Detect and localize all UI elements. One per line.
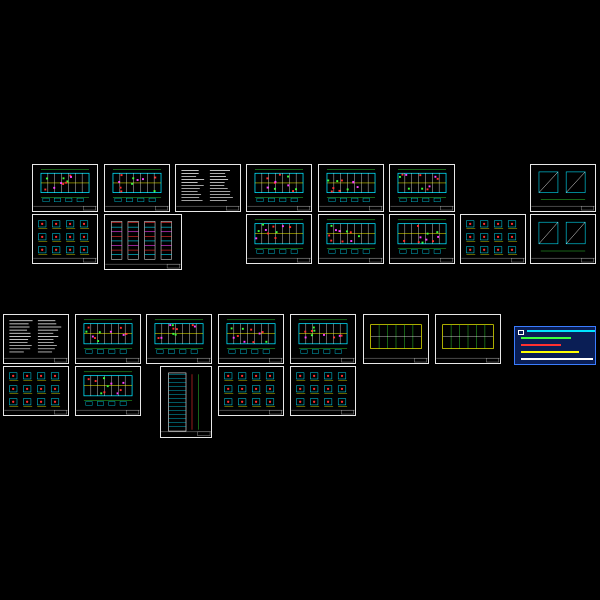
sheet-linework [247,169,311,211]
sheet-linework [531,171,595,211]
drawing-sheet-details[interactable] [290,366,356,416]
drawing-sheet-section[interactable] [435,314,501,364]
sheet-linework [247,219,311,263]
drawing-sheet-plan[interactable] [104,164,170,212]
drawing-sheet-elevation[interactable] [104,214,182,270]
legend-line [521,351,579,353]
sheet-linework [147,319,211,363]
legend-line [521,344,561,346]
drawing-sheet-plan[interactable] [75,366,141,416]
layer-legend-box[interactable] [514,326,596,365]
drawing-sheet-details[interactable] [218,366,284,416]
legend-marker-icon [518,330,524,335]
drawing-sheet-detail[interactable] [530,214,596,264]
drawing-sheet-details[interactable] [32,214,98,264]
sheet-linework [531,221,595,263]
sheet-linework [319,219,383,263]
sheet-linework [105,221,181,269]
sheet-linework [176,170,240,211]
sheet-linework [390,219,454,263]
legend-line [521,337,571,339]
sheet-linework [76,371,140,415]
drawing-sheet-plan[interactable] [318,214,384,264]
sheet-linework [4,372,68,415]
sheet-linework [161,372,211,436]
sheet-linework [291,372,355,415]
sheet-linework [436,324,500,363]
drawing-sheet-plan[interactable] [290,314,356,364]
sheet-linework [390,169,454,211]
sheet-linework [219,319,283,363]
sheet-linework [105,169,169,211]
sheet-linework [364,324,428,363]
drawing-sheet-plan[interactable] [246,214,312,264]
drawing-sheet-details[interactable] [3,366,69,416]
drawing-sheet-plan[interactable] [246,164,312,212]
drawing-sheet-plan[interactable] [389,214,455,264]
sheet-linework [291,319,355,363]
sheet-linework [461,220,525,263]
drawing-sheet-plan[interactable] [318,164,384,212]
drawing-sheet-notes[interactable] [175,164,241,212]
drawing-sheet-section[interactable] [363,314,429,364]
drawing-sheet-notes[interactable] [3,314,69,364]
sheet-linework [33,220,97,263]
sheet-linework [219,372,283,415]
drawing-sheet-plan[interactable] [146,314,212,364]
drawing-sheet-plan[interactable] [32,164,98,212]
sheet-linework [33,169,97,211]
drawing-sheet-details[interactable] [460,214,526,264]
sheet-linework [319,169,383,211]
drawing-sheet-plan[interactable] [389,164,455,212]
drawing-sheet-stair[interactable] [160,366,212,438]
drawing-sheet-plan[interactable] [75,314,141,364]
sheet-linework [4,320,68,363]
sheet-linework [76,319,140,363]
drawing-sheet-detail[interactable] [530,164,596,212]
legend-line [527,330,595,332]
legend-line [521,358,593,360]
drawing-sheet-plan[interactable] [218,314,284,364]
